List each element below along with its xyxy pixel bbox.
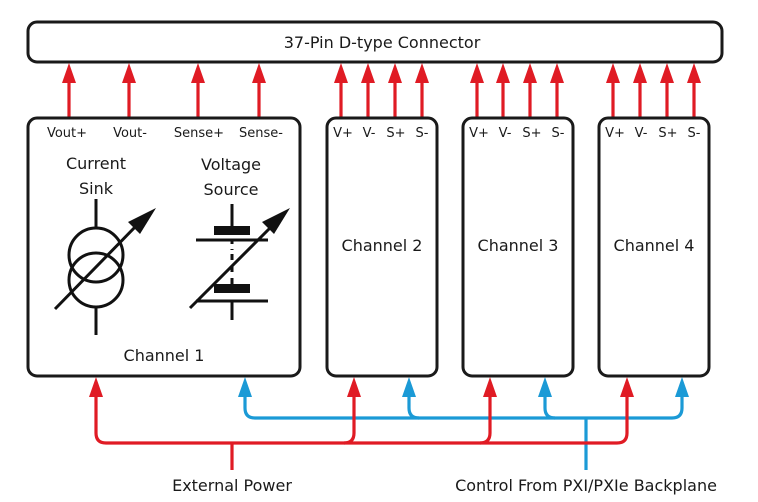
control-arrow <box>238 377 252 397</box>
control-backplane-label: Control From PXI/PXIe Backplane <box>455 476 717 495</box>
connector-label: 37-Pin D-type Connector <box>284 33 481 52</box>
output-arrows <box>62 63 701 118</box>
channel-2-pin-3: S+ <box>386 126 405 141</box>
channel-1-pin-3: Sense+ <box>174 126 224 141</box>
channel-4-pin-4: S- <box>688 126 701 141</box>
output-arrow <box>550 63 564 118</box>
channel-1-pin-1: Vout+ <box>47 126 87 141</box>
output-arrow <box>62 63 76 118</box>
power-arrow <box>620 377 634 397</box>
control-arrow <box>675 377 689 397</box>
power-arrow <box>483 377 497 397</box>
channel-3-pin-2: V- <box>499 126 512 141</box>
output-arrow <box>633 63 647 118</box>
output-arrow <box>334 63 348 118</box>
output-arrow <box>388 63 402 118</box>
connector-box <box>26 20 724 64</box>
variable-current-source-icon <box>53 199 156 335</box>
power-bus <box>89 377 634 470</box>
output-arrow <box>252 63 266 118</box>
output-arrow <box>523 63 537 118</box>
channel-4-box <box>597 116 711 378</box>
voltage-source-label-line1: Voltage <box>201 155 261 174</box>
output-arrow <box>660 63 674 118</box>
channel-2-pin-1: V+ <box>333 126 353 141</box>
channel-3-label: Channel 3 <box>478 236 559 255</box>
channel-4-label: Channel 4 <box>614 236 695 255</box>
channel-1-pin-2: Vout- <box>113 126 147 141</box>
output-arrow <box>122 63 136 118</box>
channel-3: V+ V- S+ S- Channel 3 <box>461 116 575 378</box>
channel-2-label: Channel 2 <box>342 236 423 255</box>
channel-3-box <box>461 116 575 378</box>
channels-2-4: V+ V- S+ S- Channel 2 V+ V- S+ S- Channe… <box>325 116 711 378</box>
variable-voltage-source-icon <box>188 204 290 320</box>
power-arrow <box>89 377 103 397</box>
channel-1-label: Channel 1 <box>124 346 205 365</box>
channel-4-pin-1: V+ <box>605 126 625 141</box>
output-arrow <box>415 63 429 118</box>
channel-3-pin-3: S+ <box>522 126 541 141</box>
channel-4-pin-2: V- <box>635 126 648 141</box>
output-arrow <box>361 63 375 118</box>
channel-3-pin-4: S- <box>552 126 565 141</box>
channel-2-box <box>325 116 439 378</box>
channel-2: V+ V- S+ S- Channel 2 <box>325 116 439 378</box>
output-arrow <box>606 63 620 118</box>
channel-4: V+ V- S+ S- Channel 4 <box>597 116 711 378</box>
voltage-source-label-line2: Source <box>204 180 259 199</box>
output-arrow <box>191 63 205 118</box>
power-arrow <box>347 377 361 397</box>
current-sink-label-line1: Current <box>66 154 126 173</box>
output-arrow <box>496 63 510 118</box>
control-bus <box>238 377 689 470</box>
control-arrow <box>538 377 552 397</box>
output-arrow <box>687 63 701 118</box>
current-sink-label-line2: Sink <box>79 179 114 198</box>
channel-1-pin-4: Sense- <box>239 126 283 141</box>
channel-3-pin-1: V+ <box>469 126 489 141</box>
channel-4-pin-3: S+ <box>658 126 677 141</box>
output-arrow <box>470 63 484 118</box>
channel-2-pin-4: S- <box>416 126 429 141</box>
external-power-label: External Power <box>172 476 292 495</box>
control-arrow <box>402 377 416 397</box>
channel-2-pin-2: V- <box>363 126 376 141</box>
